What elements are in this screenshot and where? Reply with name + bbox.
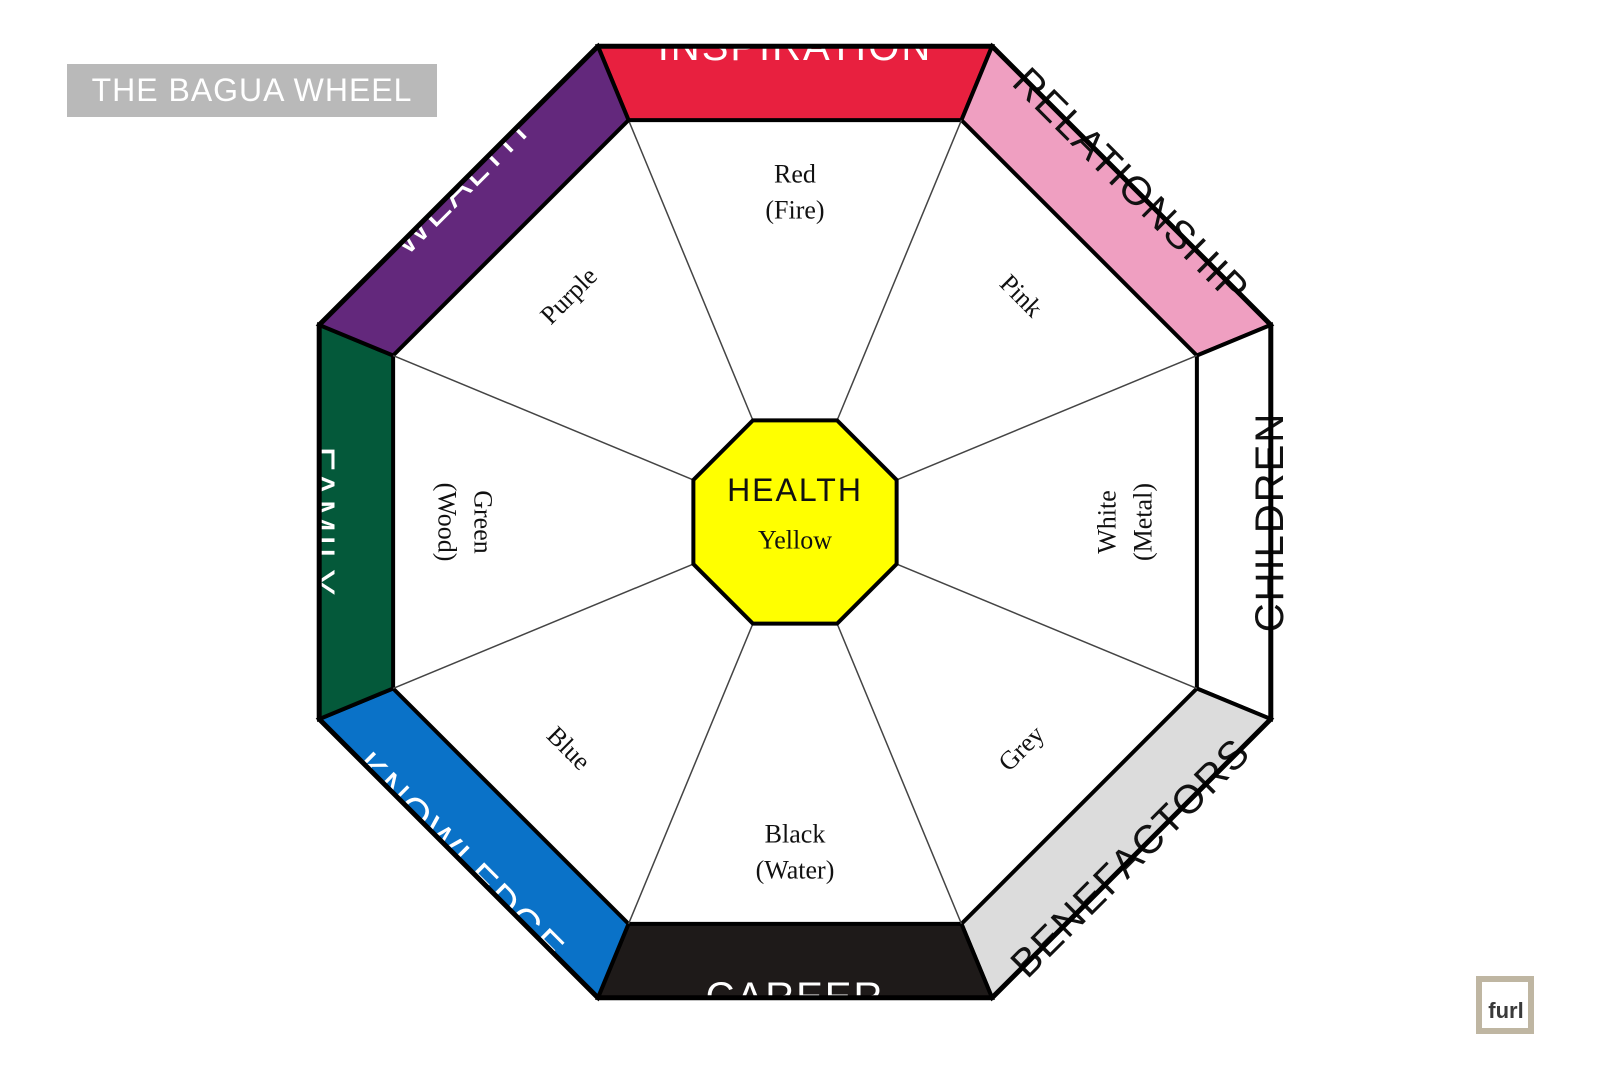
- furl-logo-text: furl: [1488, 998, 1524, 1023]
- element-name-inspiration: (Fire): [765, 196, 824, 225]
- color-name-family: Green: [469, 490, 498, 554]
- spoke-line: [392, 354, 694, 481]
- spoke-line: [896, 354, 1198, 481]
- outer-octagon-outline: [316, 43, 1274, 1001]
- spoke-line: [392, 563, 694, 690]
- center-label: HEALTH: [727, 472, 863, 508]
- element-label-inspiration: Red (Fire): [765, 160, 824, 225]
- element-name-career: (Water): [756, 856, 835, 885]
- color-name-children: White: [1093, 490, 1122, 554]
- center-octagon: [691, 418, 899, 626]
- spoke-line: [896, 563, 1198, 690]
- spoke-line: [627, 623, 754, 925]
- spoke-line: [836, 623, 963, 925]
- element-name-family: (Wood): [433, 483, 462, 562]
- element-label-family: Green(Wood): [433, 483, 498, 562]
- color-name-inspiration: Red: [774, 160, 816, 189]
- furl-logo-frame: [1476, 976, 1534, 1034]
- element-name-children: (Metal): [1129, 483, 1158, 561]
- element-label-children: White(Metal): [1093, 483, 1158, 561]
- center-color-name: Yellow: [758, 526, 832, 555]
- color-name-career: Black: [765, 820, 826, 849]
- element-label-career: Black (Water): [756, 820, 835, 885]
- diagram-title: THE BAGUA WHEEL: [67, 64, 437, 117]
- spoke-line: [627, 119, 754, 421]
- spoke-line: [836, 119, 963, 421]
